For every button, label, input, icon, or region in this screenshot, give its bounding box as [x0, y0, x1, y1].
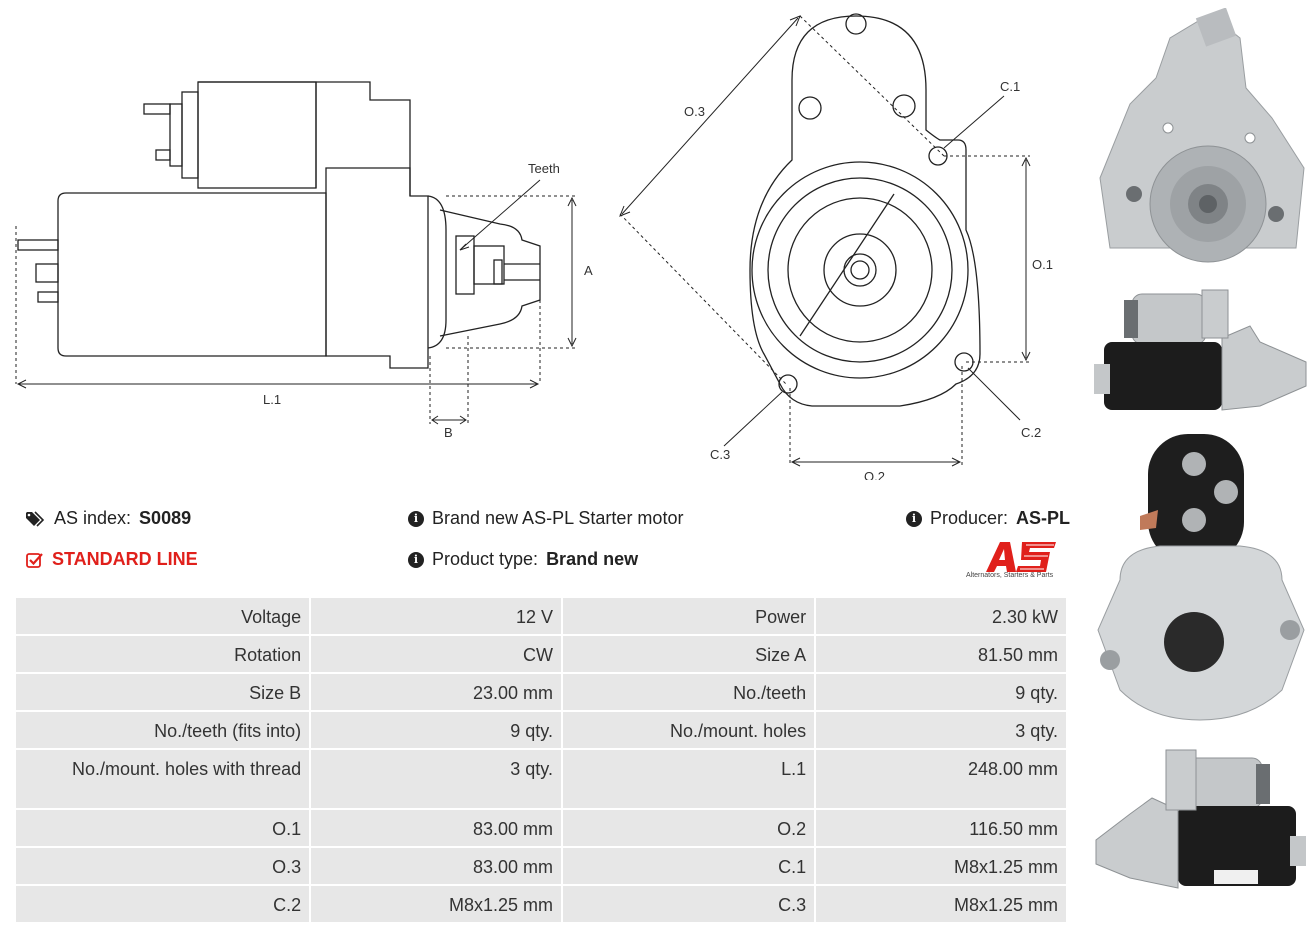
- spec-value: 3 qty.: [311, 750, 561, 808]
- spec-value: 116.50 mm: [816, 810, 1066, 846]
- table-row: Size B 23.00 mm No./teeth 9 qty.: [16, 674, 1066, 710]
- product-type-value: Brand new: [546, 549, 639, 569]
- o3-label: O.3: [684, 104, 705, 119]
- specs-table: Voltage 12 V Power 2.30 kW Rotation CW S…: [14, 596, 1068, 924]
- as-index: AS index: S0089: [26, 508, 191, 529]
- spec-value: 12 V: [311, 598, 561, 634]
- spec-value: 3 qty.: [816, 712, 1066, 748]
- table-row: O.1 83.00 mm O.2 116.50 mm: [16, 810, 1066, 846]
- product-type: i Product type: Brand new: [408, 549, 638, 570]
- spec-label: C.1: [562, 848, 815, 884]
- description: i Brand new AS-PL Starter motor: [408, 508, 683, 529]
- logo-tagline: Alternators, Starters & Parts: [966, 572, 1054, 579]
- spec-label: Size A: [562, 636, 815, 672]
- spec-value: 83.00 mm: [311, 810, 561, 846]
- spec-value: M8x1.25 mm: [311, 886, 561, 922]
- o2-label: O.2: [864, 469, 885, 480]
- table-row: C.2 M8x1.25 mm C.3 M8x1.25 mm: [16, 886, 1066, 922]
- spec-value: 248.00 mm: [816, 750, 1066, 808]
- product-photo-side: [1094, 289, 1307, 411]
- spec-value: M8x1.25 mm: [816, 886, 1066, 922]
- spec-label: O.3: [16, 848, 310, 884]
- technical-drawing: Teeth A L.1 B O.3 C.1 O.1 C.2 C.3 O.2: [15, 13, 1053, 480]
- producer-label: Producer:: [930, 508, 1009, 528]
- spec-label: O.1: [16, 810, 310, 846]
- table-row: No./mount. holes with thread 3 qty. L.1 …: [16, 750, 1066, 808]
- as-logo: [986, 542, 1056, 572]
- spec-value: 9 qty.: [816, 674, 1066, 710]
- description-text: Brand new AS-PL Starter motor: [432, 508, 684, 528]
- table-row: O.3 83.00 mm C.1 M8x1.25 mm: [16, 848, 1066, 884]
- table-row: Rotation CW Size A 81.50 mm: [16, 636, 1066, 672]
- spec-label: Size B: [16, 674, 310, 710]
- spec-label: No./teeth (fits into): [16, 712, 310, 748]
- spec-value: 83.00 mm: [311, 848, 561, 884]
- as-index-label: AS index:: [54, 508, 132, 528]
- spec-label: Power: [562, 598, 815, 634]
- spec-value: CW: [311, 636, 561, 672]
- spec-value: M8x1.25 mm: [816, 848, 1066, 884]
- tags-icon: [26, 510, 46, 527]
- spec-label: Rotation: [16, 636, 310, 672]
- o1-label: O.1: [1032, 257, 1053, 272]
- standard-line: STANDARD LINE: [26, 549, 198, 570]
- check-square-icon: [26, 552, 44, 568]
- spec-value: 81.50 mm: [816, 636, 1066, 672]
- table-row: No./teeth (fits into) 9 qty. No./mount. …: [16, 712, 1066, 748]
- spec-value: 23.00 mm: [311, 674, 561, 710]
- size-b-label: B: [444, 425, 453, 440]
- standard-line-label: STANDARD LINE: [52, 549, 198, 569]
- front-view-drawing: [749, 13, 981, 407]
- spec-label: C.3: [562, 886, 815, 922]
- product-photo-top: [1095, 749, 1306, 889]
- spec-label: No./mount. holes with thread: [16, 750, 310, 808]
- spec-label: O.2: [562, 810, 815, 846]
- c2-label: C.2: [1021, 425, 1041, 440]
- spec-label: L.1: [562, 750, 815, 808]
- c1-label: C.1: [1000, 79, 1020, 94]
- producer-value: AS-PL: [1016, 508, 1071, 528]
- info-circle-icon: i: [408, 551, 424, 568]
- info-circle-icon: i: [906, 510, 922, 527]
- spec-label: Voltage: [16, 598, 310, 634]
- as-index-value: S0089: [139, 508, 192, 528]
- info-circle-icon: i: [408, 510, 424, 527]
- side-view-drawing: [17, 81, 541, 369]
- size-a-label: A: [584, 263, 593, 278]
- product-photo-rear: [1097, 434, 1305, 721]
- product-type-label: Product type:: [432, 549, 539, 569]
- spec-label: No./mount. holes: [562, 712, 815, 748]
- product-photo-front: [1099, 8, 1305, 263]
- spec-value: 2.30 kW: [816, 598, 1066, 634]
- producer: i Producer: AS-PL: [906, 508, 1070, 529]
- table-row: Voltage 12 V Power 2.30 kW: [16, 598, 1066, 634]
- teeth-label: Teeth: [528, 161, 560, 176]
- l1-label: L.1: [263, 392, 281, 407]
- spec-label: No./teeth: [562, 674, 815, 710]
- spec-value: 9 qty.: [311, 712, 561, 748]
- spec-label: C.2: [16, 886, 310, 922]
- c3-label: C.3: [710, 447, 730, 462]
